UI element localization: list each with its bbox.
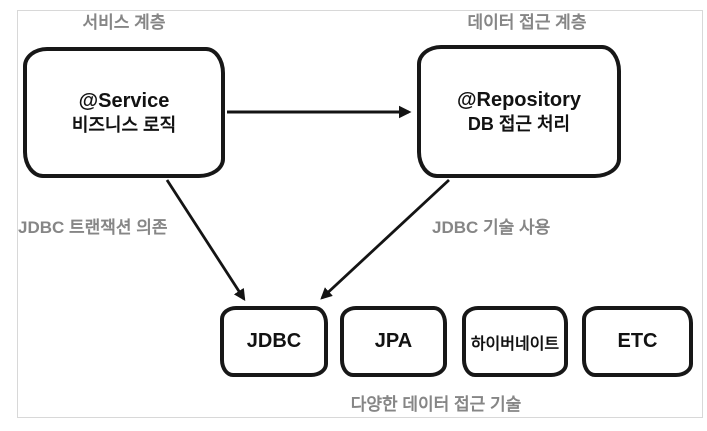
service-node: @Service 비즈니스 로직 xyxy=(23,47,225,178)
service-node-title: @Service xyxy=(78,89,170,112)
tech-node-hibernate-label: 하이버네이트 xyxy=(470,335,560,353)
repository-node: @Repository DB 접근 처리 xyxy=(417,45,621,178)
jdbc-transaction-dependency-label: JDBC 트랜잭션 의존 xyxy=(18,218,168,237)
service-layer-label: 서비스 계층 xyxy=(82,13,166,32)
tech-node-etc-label: ETC xyxy=(617,330,658,352)
jdbc-technology-usage-label: JDBC 기술 사용 xyxy=(432,218,551,237)
repository-node-title: @Repository xyxy=(457,88,581,111)
diagram-frame xyxy=(17,10,703,418)
tech-node-hibernate: 하이버네이트 xyxy=(462,306,568,377)
data-access-layer-label: 데이터 접근 계층 xyxy=(467,13,587,32)
repository-node-subtitle: DB 접근 처리 xyxy=(467,113,571,134)
tech-node-jdbc: JDBC xyxy=(220,306,328,377)
data-access-technologies-caption: 다양한 데이터 접근 기술 xyxy=(350,395,522,414)
tech-node-etc: ETC xyxy=(582,306,693,377)
tech-node-jpa: JPA xyxy=(340,306,447,377)
tech-node-jdbc-label: JDBC xyxy=(246,330,302,352)
tech-node-jpa-label: JPA xyxy=(374,330,413,352)
service-node-subtitle: 비즈니스 로직 xyxy=(71,114,177,135)
